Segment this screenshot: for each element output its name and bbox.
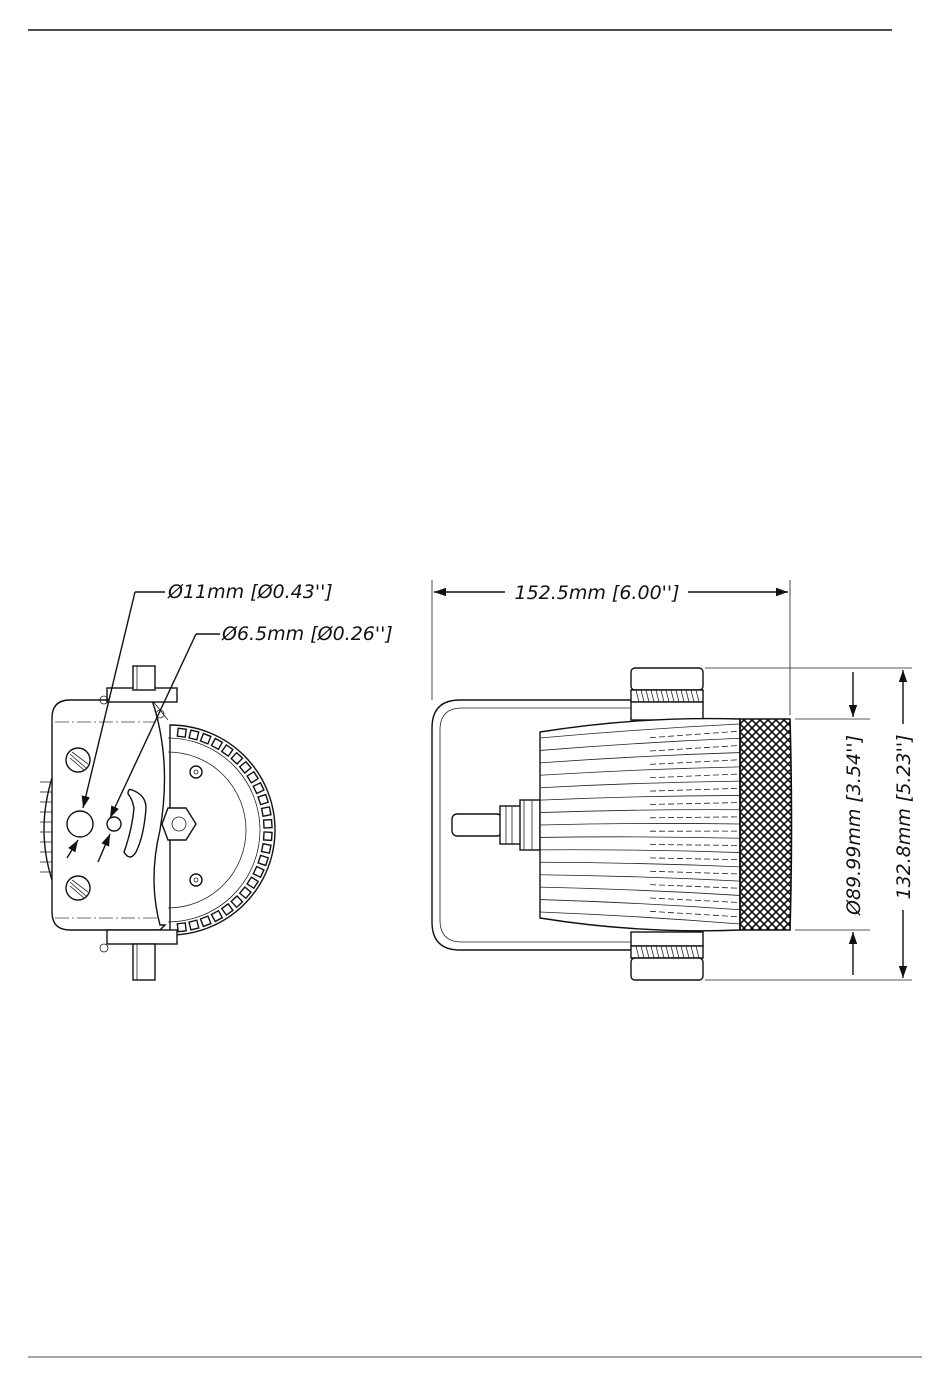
hole-large-label: Ø11mm [Ø0.43''] <box>167 581 333 603</box>
bottom-boss <box>631 932 703 946</box>
gear-tooth <box>262 807 271 816</box>
gear-tooth <box>189 730 199 740</box>
hole-6-5mm <box>107 817 121 831</box>
knurled-head <box>740 719 792 930</box>
bottom-clamp <box>107 930 177 944</box>
screw-bottom <box>66 876 90 900</box>
gear-tooth <box>177 923 186 932</box>
cable-gland <box>500 806 522 844</box>
screw-top <box>66 748 90 772</box>
top-knob <box>133 666 155 690</box>
overall-length-label: 152.5mm [6.00''] <box>514 582 679 604</box>
top-knob-front <box>631 668 703 690</box>
gear-tooth <box>258 795 268 805</box>
gear-tooth <box>258 855 268 865</box>
front-view: 152.5mm [6.00''] Ø89.99mm [3.54''] 132.8… <box>432 578 915 980</box>
gland-nut <box>520 800 540 850</box>
head-diameter-label: Ø89.99mm [3.54''] <box>843 735 865 916</box>
bottom-knob-front <box>631 958 703 980</box>
gear-tooth <box>200 916 210 926</box>
overall-height-label: 132.8mm [5.23''] <box>893 734 915 899</box>
gear-tooth <box>264 832 272 840</box>
gear-tooth <box>200 734 210 744</box>
cable-stub <box>452 814 502 836</box>
gear-tooth <box>264 820 272 828</box>
side-view: Ø11mm [Ø0.43''] Ø6.5mm [Ø0.26''] <box>40 581 393 980</box>
hole-small-label: Ø6.5mm [Ø0.26''] <box>221 623 393 645</box>
top-boss <box>631 702 703 720</box>
bottom-knob <box>133 944 155 980</box>
gear-tooth <box>189 920 199 930</box>
gear-tooth <box>262 844 271 853</box>
gear-tooth <box>177 728 186 737</box>
hole-11mm <box>67 811 93 837</box>
